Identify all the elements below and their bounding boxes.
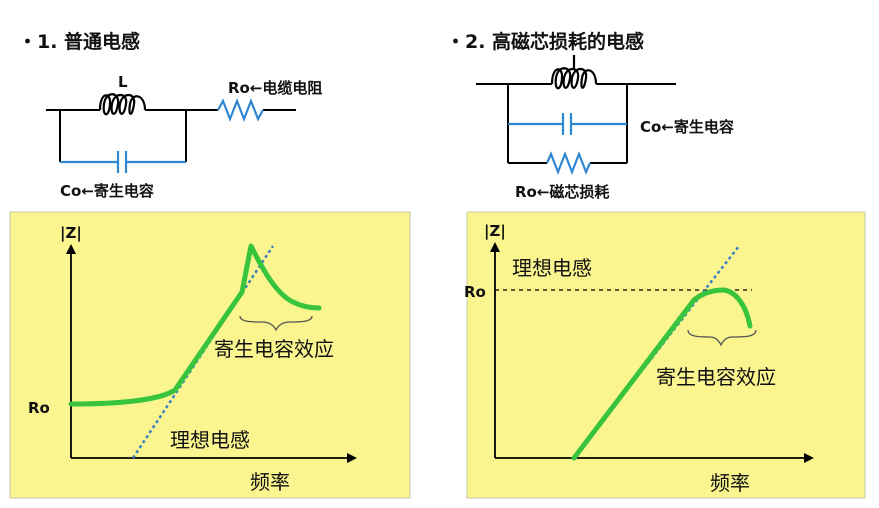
chart1-ro-label: Ro: [28, 399, 50, 417]
chart1-effect-label: 寄生电容效应: [214, 337, 334, 361]
resistor-2: [545, 150, 592, 176]
circuit-2: Co←寄生电容 Ro←磁芯损耗: [476, 55, 734, 201]
section2-title: ・2. 高磁芯损耗的电感: [446, 31, 645, 53]
chart1-impedance-curve: [68, 243, 322, 407]
chart2-brace: [687, 329, 757, 347]
chart2-z-label: |Z|: [484, 222, 506, 241]
chart2-x-label: 频率: [710, 471, 750, 495]
chart1-brace: [239, 315, 313, 332]
chart-2: |Z| Ro 理想电感 寄生电容效应 频率: [464, 211, 866, 499]
chart2-effect-label: 寄生电容效应: [656, 365, 776, 389]
capacitor-1: [60, 151, 186, 173]
capacitor-label-2: Co←寄生电容: [640, 118, 734, 136]
inductor-coil-1: [98, 93, 147, 116]
inductor-label-L: L: [118, 73, 128, 91]
chart-1: |Z| Ro 寄生电容效应 理想电感 频率: [9, 211, 411, 499]
circuit1-wires: [46, 109, 296, 162]
chart2-ideal-label: 理想电感: [512, 256, 592, 280]
section1-title: ・1. 普通电感: [18, 31, 141, 53]
chart2-ro-label: Ro: [464, 283, 486, 301]
chart2-impedance-curve: [571, 287, 753, 461]
resistor-label-2: Ro←磁芯损耗: [515, 183, 609, 201]
resistor-1: [217, 97, 264, 123]
chart1-z-label: |Z|: [60, 224, 82, 243]
capacitor-label-1: Co←寄生电容: [60, 182, 154, 200]
chart1-ideal-label: 理想电感: [170, 428, 250, 452]
circuit-1: L Ro←电缆电阻 Co←寄生电容: [46, 73, 322, 200]
resistor-label-1: Ro←电缆电阻: [228, 79, 322, 97]
capacitor-2: [508, 113, 627, 135]
inductor-coil-2: [550, 55, 598, 90]
chart1-panel: [9, 211, 411, 499]
chart2-panel: [466, 211, 866, 499]
chart1-x-label: 频率: [250, 470, 290, 494]
